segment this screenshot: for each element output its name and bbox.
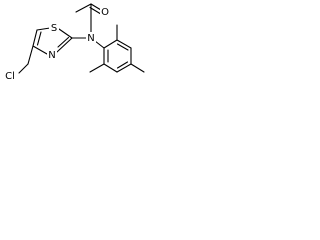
bond-ch2-cl: [18, 63, 29, 74]
bond-aryl-4: [116, 63, 132, 73]
bond-aryl-5: [103, 63, 118, 73]
thiazole-nitrogen-label: N: [48, 50, 55, 61]
bond-thiazole-n3-c2: [56, 37, 73, 53]
bond-aryl-2-double: [116, 43, 129, 51]
bond-nitrogen-aryl: [94, 40, 105, 49]
bond-c4-ch2: [27, 45, 34, 65]
bond-aryl-1: [103, 39, 118, 49]
thiazole-sulfur-label: S: [51, 23, 57, 34]
chlorine-label: Cl: [5, 71, 15, 82]
chemical-structure-diagram: O N S N Cl: [3, 3, 145, 82]
bond-thiazole-s-c5: [36, 27, 51, 31]
bond-carbonyl-oxygen-1: [90, 3, 102, 11]
bond-thiazole-c5-c4: [32, 29, 38, 47]
bond-thiazole-n3-c2-double: [57, 36, 70, 48]
oxygen-label: O: [101, 7, 109, 18]
amide-nitrogen-label: N: [87, 33, 94, 44]
molecule-canvas: O N S N Cl: [0, 0, 147, 94]
bond-aryl-2: [116, 39, 132, 49]
bond-methyl-carbonyl: [75, 3, 92, 13]
bond-thiazole-c2-s: [58, 28, 73, 39]
bond-aryl-4-double: [116, 61, 129, 69]
bond-thiazole-c5-c4-double: [36, 31, 42, 46]
bond-methyl-para: [130, 63, 145, 73]
bond-layer: [18, 3, 145, 74]
bond-thiazole-c4-n3: [32, 45, 48, 55]
atom-label-layer: O N S N Cl: [3, 6, 110, 82]
bond-carbonyl-oxygen-2: [89, 6, 101, 15]
bond-methyl-ortho-bottom: [89, 63, 105, 73]
